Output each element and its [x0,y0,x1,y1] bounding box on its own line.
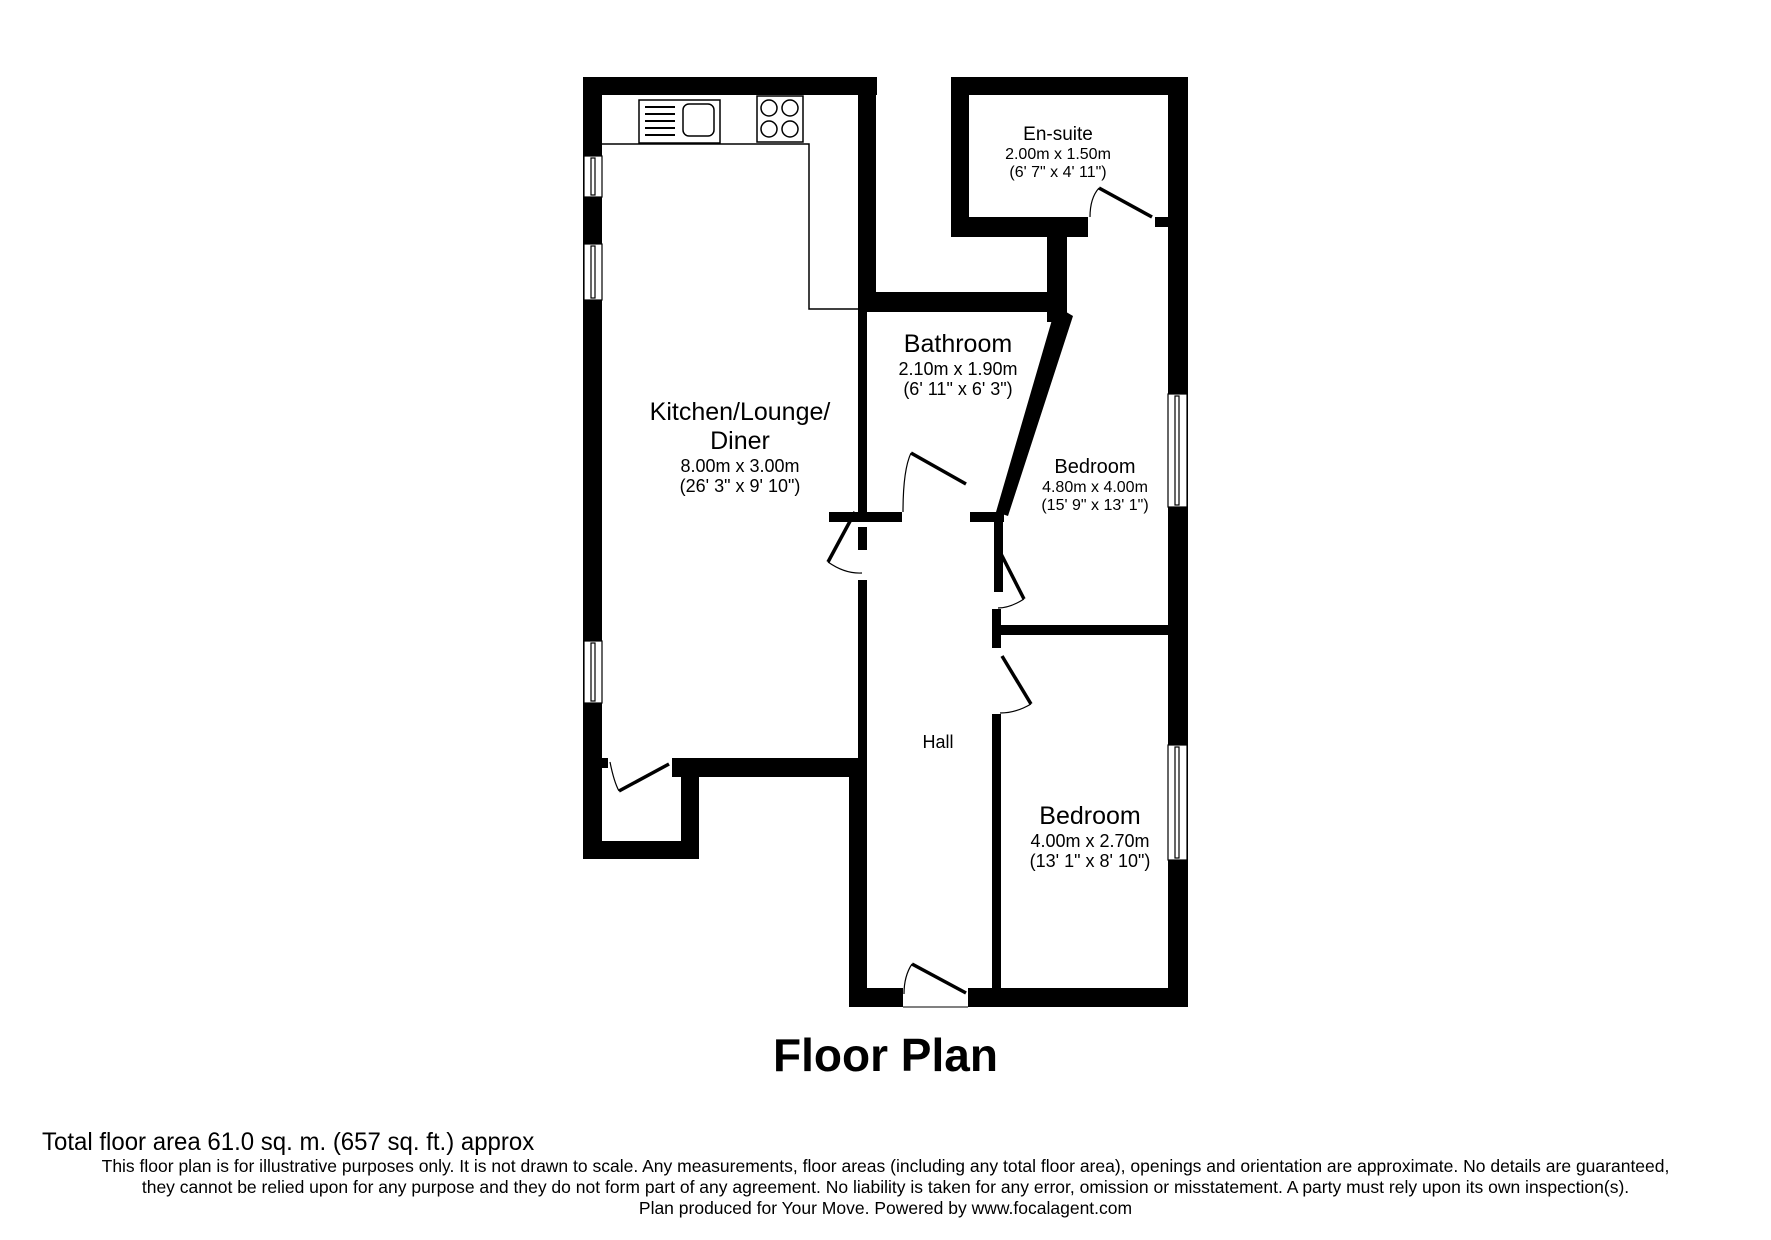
room-name: Bedroom [1039,802,1141,830]
room-dimensions-metric: 4.80m x 4.00m [1042,479,1148,496]
room-dimensions-metric: 8.00m x 3.00m [680,455,800,476]
room-bedroom-2: Bedroom 4.00m x 2.70m (13' 1" x 8' 10") [1005,802,1175,872]
room-dimensions-metric: 2.00m x 1.50m [1005,145,1111,163]
hob-icon [756,95,804,143]
room-dimensions-metric: 4.00m x 2.70m [1030,830,1150,851]
room-dimensions-imperial: (15' 9" x 13' 1") [1041,497,1149,515]
room-dimensions-imperial: (13' 1" x 8' 10") [1029,851,1151,872]
disclaimer-line-1: This floor plan is for illustrative purp… [101,1156,1670,1176]
window-icon [583,155,1188,861]
room-name: Hall [922,732,954,752]
total-floor-area: Total floor area 61.0 sq. m. (657 sq. ft… [42,1128,535,1156]
page-title: Floor Plan [773,1029,998,1081]
room-name: Kitchen/Lounge/ [649,398,831,426]
room-hall: Hall [888,732,988,753]
room-bathroom: Bathroom 2.10m x 1.90m (6' 11" x 6' 3") [858,330,1058,400]
room-name: En-suite [1023,124,1093,145]
room-dimensions-imperial: (6' 11" x 6' 3") [903,379,1013,400]
door-icon [609,186,1153,1008]
room-name-line2: Diner [710,426,770,455]
room-name: Bedroom [1054,456,1136,478]
sink-icon [638,99,721,144]
room-bedroom-1: Bedroom 4.80m x 4.00m (15' 9" x 13' 1") [1015,456,1175,516]
room-kitchen-lounge-diner: Kitchen/Lounge/ Diner 8.00m x 3.00m (26'… [620,398,860,497]
credit-line: Plan produced for Your Move. Powered by … [638,1198,1133,1218]
kitchen-counter [602,143,858,310]
room-dimensions-imperial: (26' 3" x 9' 10") [679,476,801,497]
room-dimensions-imperial: (6' 7" x 4' 11") [1009,164,1107,182]
room-en-suite: En-suite 2.00m x 1.50m (6' 7" x 4' 11") [978,124,1138,183]
disclaimer-line-2: they cannot be relied upon for any purpo… [141,1177,1630,1197]
room-name: Bathroom [903,330,1013,358]
room-dimensions-metric: 2.10m x 1.90m [898,358,1018,379]
